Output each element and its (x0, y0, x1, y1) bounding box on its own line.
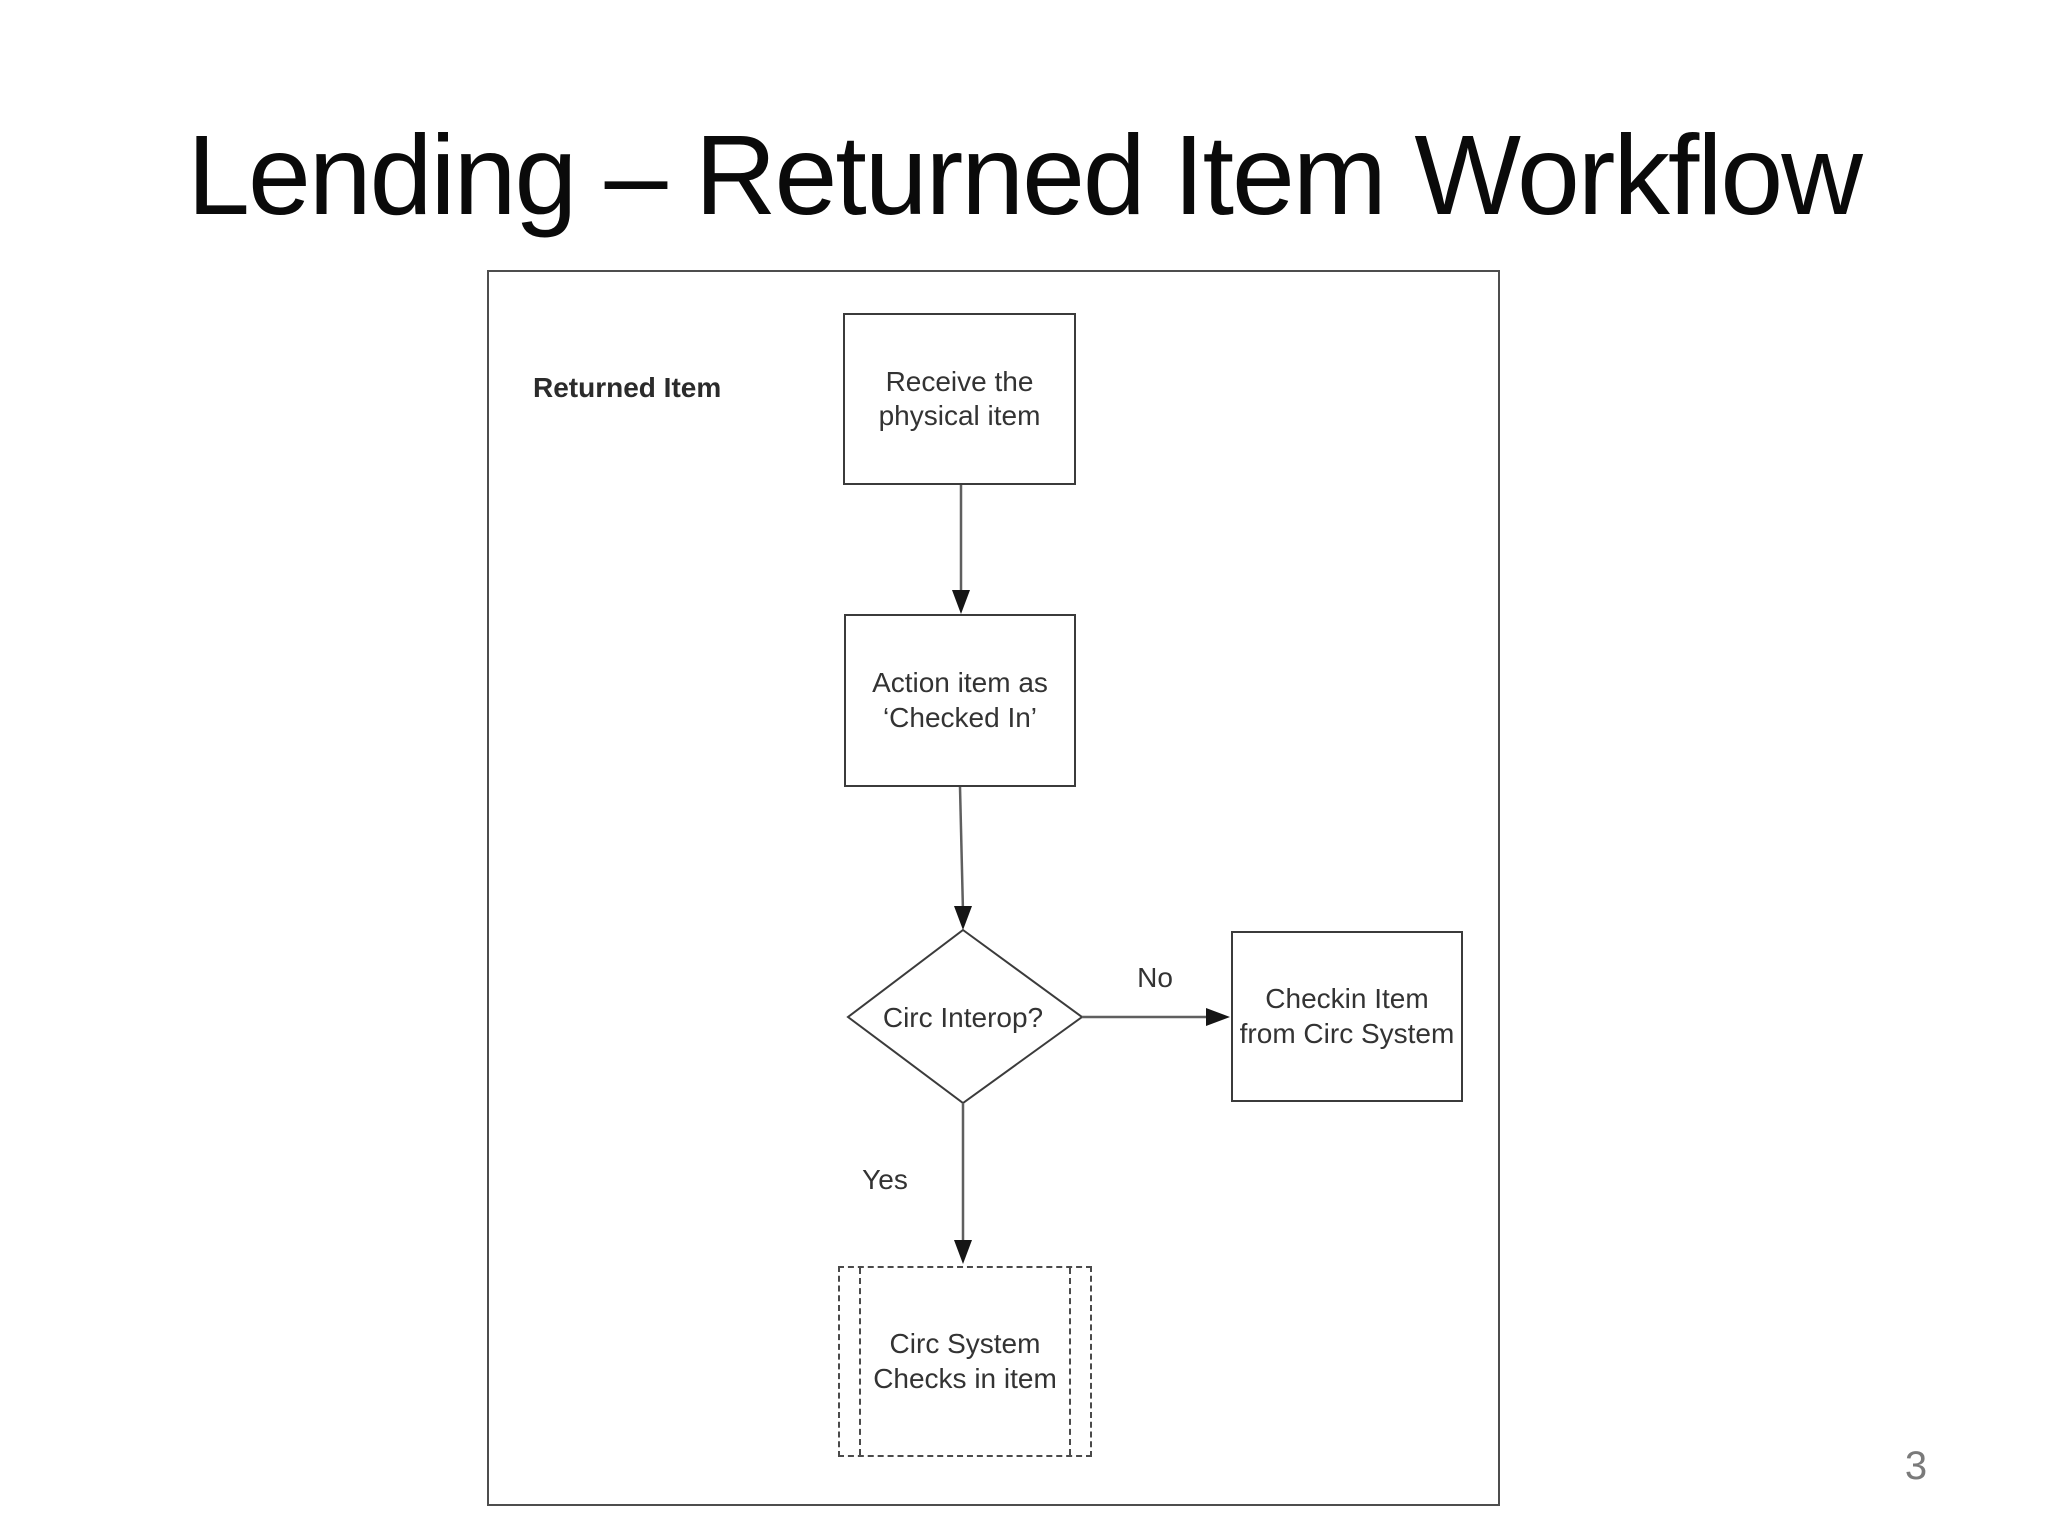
page-title: Lending – Returned Item Workflow (187, 112, 1863, 238)
node-circ-system-checks-in: Circ System Checks in item (838, 1266, 1092, 1457)
edge-label-no: No (1137, 962, 1173, 993)
arrow-action-to-decision-head (954, 906, 972, 930)
node-action-checked-in: Action item as ‘Checked In’ (844, 614, 1076, 787)
connector-layer (846, 485, 1230, 1264)
edge-label-yes: Yes (862, 1164, 908, 1195)
diagram-section-label: Returned Item (533, 372, 722, 403)
arrow-action-to-decision-line (958, 786, 965, 913)
predefined-process-left-line (859, 1268, 861, 1455)
page-number: 3 (1904, 1444, 1928, 1488)
arrow-decision-to-checkin-head (1206, 1008, 1230, 1026)
arrow-decision-to-circsystem-head (954, 1240, 972, 1264)
node-circ-system-label: Circ System Checks in item (873, 1328, 1057, 1394)
node-receive-physical-item: Receive the physical item (843, 313, 1076, 485)
node-checkin-from-circ-system: Checkin Item from Circ System (1231, 931, 1463, 1102)
arrow-receive-to-action-head (952, 590, 970, 614)
predefined-process-right-line (1069, 1268, 1071, 1455)
flowchart-canvas: Returned Item Receive the physical item … (487, 270, 1500, 1506)
node-decision-circ-interop: Circ Interop? (882, 1002, 1044, 1033)
